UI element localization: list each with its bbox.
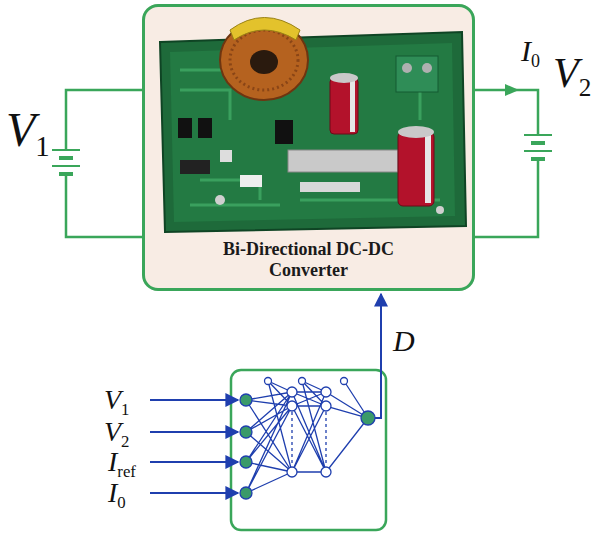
battery-symbol — [524, 134, 552, 136]
input-label: V2 — [104, 418, 130, 451]
symbol-letter: D — [393, 324, 415, 357]
box-title: Bi-Directional DC-DC Converter — [195, 239, 422, 282]
pcb-photo — [350, 80, 355, 132]
battery-symbol — [52, 149, 80, 151]
battery-symbol — [66, 90, 142, 237]
current-label: I0 — [521, 36, 540, 70]
subscript: ref — [117, 462, 136, 481]
pcb-photo — [220, 150, 232, 162]
pcb-photo — [170, 43, 455, 222]
symbol-letter: V — [104, 384, 121, 415]
pcb-photo — [250, 50, 278, 74]
pcb-photo — [160, 32, 466, 232]
pcb-photo — [178, 118, 192, 138]
battery-symbol — [475, 90, 538, 237]
neural-network — [321, 467, 331, 477]
pcb-photo — [330, 73, 358, 83]
output-label: D — [393, 326, 415, 356]
pcb-photo — [436, 206, 444, 214]
pcb-photo — [398, 126, 434, 138]
pcb-photo — [230, 30, 298, 90]
neural-network — [321, 387, 331, 397]
pcb-photo — [398, 132, 434, 206]
pcb-photo — [402, 63, 412, 73]
subscript: 1 — [35, 130, 49, 162]
neural-network — [287, 467, 297, 477]
neural-network — [265, 378, 348, 478]
input-label: Iref — [108, 448, 136, 481]
input-arrow — [150, 461, 238, 463]
pcb-photo — [425, 135, 431, 203]
symbol-letter: I — [521, 34, 531, 67]
subscript: 2 — [121, 432, 129, 451]
battery-symbol — [531, 157, 545, 161]
pcb-photo — [240, 175, 262, 187]
pcb-photo — [330, 78, 358, 134]
subscript: 0 — [117, 493, 125, 512]
pcb-photo — [160, 18, 466, 233]
neural-network — [299, 378, 306, 385]
pcb-photo — [215, 195, 225, 205]
symbol-letter: I — [108, 446, 117, 477]
input-arrow — [150, 492, 238, 494]
neural-network — [246, 381, 368, 493]
input-arrow — [150, 431, 238, 433]
voltage-label: V1 — [6, 106, 50, 161]
battery-symbol — [531, 141, 545, 145]
battery-symbol — [59, 156, 73, 160]
pcb-photo — [198, 118, 212, 138]
neural-network — [240, 426, 252, 438]
neural-network — [240, 394, 375, 499]
subscript: 0 — [531, 51, 540, 71]
neural-network — [240, 394, 252, 406]
battery-symbol — [59, 172, 73, 176]
neural-network — [292, 412, 326, 466]
pcb-photo — [180, 160, 210, 174]
pcb-photo — [396, 56, 438, 92]
neural-network — [240, 487, 252, 499]
neural-network — [231, 370, 386, 530]
converter-box: Bi-Directional DC-DC Converter — [142, 4, 475, 291]
symbol-letter: I — [108, 477, 117, 508]
voltage-label: V2 — [553, 52, 591, 100]
input-label: I0 — [108, 479, 126, 512]
pcb-photo — [300, 182, 360, 192]
pcb-photo — [288, 150, 398, 172]
subscript: 2 — [579, 74, 592, 101]
neural-network — [321, 401, 331, 411]
converter-fill — [142, 4, 475, 291]
neural-network — [240, 456, 252, 468]
pcb-photo — [230, 18, 300, 41]
battery-symbol — [475, 90, 552, 237]
neural-network — [361, 411, 375, 425]
neural-network — [265, 378, 272, 385]
symbol-letter: V — [104, 416, 121, 447]
pcb-photo — [275, 120, 293, 144]
neural-network — [287, 387, 297, 397]
input-label: V1 — [104, 386, 130, 419]
battery-symbol — [52, 165, 80, 167]
neural-network — [287, 401, 297, 411]
symbol-letter: V — [553, 50, 579, 96]
subscript: 1 — [121, 400, 129, 419]
neural-network — [246, 381, 368, 493]
neural-network — [231, 370, 386, 530]
input-arrow — [150, 399, 238, 401]
output-arrow — [375, 294, 381, 418]
battery-symbol — [524, 150, 552, 152]
neural-network — [341, 378, 348, 385]
input-arrow — [150, 400, 238, 493]
symbol-letter: V — [6, 103, 35, 156]
battery-symbol — [52, 90, 142, 237]
current-arrow — [505, 84, 519, 96]
pcb-photo — [422, 63, 432, 73]
